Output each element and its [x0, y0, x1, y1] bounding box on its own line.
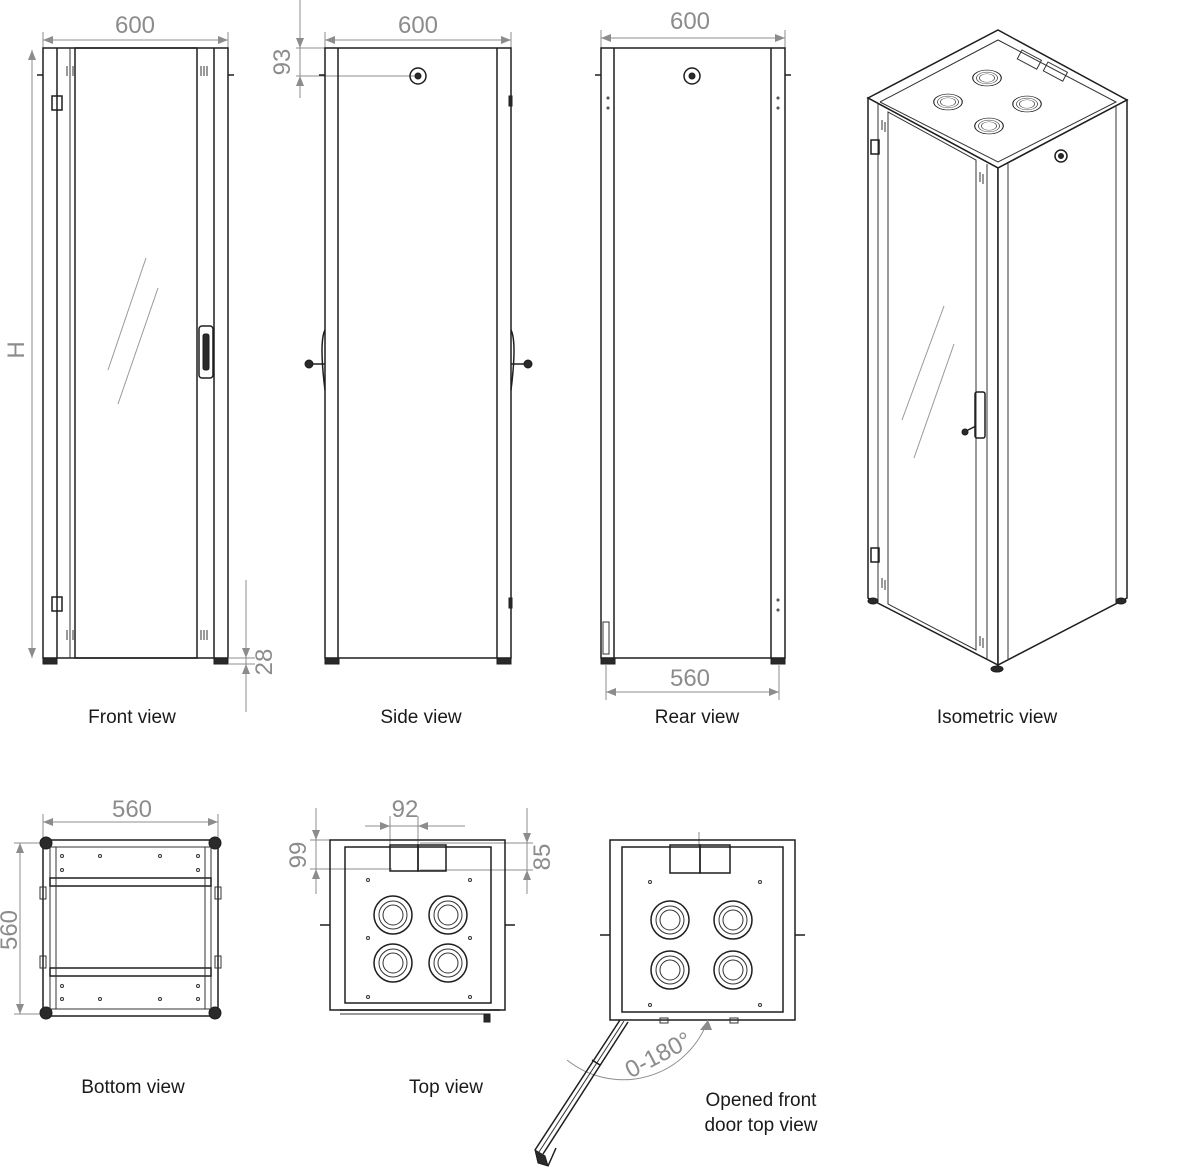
side-view: 600 93 Side view [269, 0, 533, 728]
door-angle-label: 0-180° [621, 1027, 696, 1084]
side-view-caption: Side view [380, 707, 462, 728]
front-view: 600 H [3, 12, 278, 728]
side-top-label: 93 [269, 49, 296, 76]
top-view-caption: Top view [409, 1077, 483, 1098]
bottom-width-label: 560 [112, 796, 152, 823]
front-width-label: 600 [115, 12, 155, 39]
opened-view-caption-line2: door top view [704, 1115, 817, 1136]
opened-door-view: 0-180° Opened front door top view [534, 832, 818, 1167]
front-foot-label: 28 [251, 649, 278, 676]
top-left-label: 99 [285, 842, 312, 869]
isometric-view: Isometric view [866, 29, 1129, 728]
top-view: 92 99 85 Top view [285, 796, 556, 1098]
rear-width-label: 600 [670, 8, 710, 35]
top-right-label: 85 [529, 844, 556, 871]
top-gap-label: 92 [392, 796, 419, 823]
bottom-depth-label: 560 [0, 910, 23, 950]
bottom-view-caption: Bottom view [81, 1077, 185, 1098]
rear-view-caption: Rear view [655, 707, 740, 728]
rear-view: 600 560 Rear view [595, 8, 791, 728]
front-height-label: H [3, 341, 30, 358]
isometric-view-caption: Isometric view [937, 707, 1058, 728]
front-view-caption: Front view [88, 707, 176, 728]
bottom-view: 560 560 Bottom view [0, 796, 222, 1098]
side-width-label: 600 [398, 12, 438, 39]
opened-view-caption-line1: Opened front [706, 1090, 818, 1111]
rear-inner-label: 560 [670, 665, 710, 692]
